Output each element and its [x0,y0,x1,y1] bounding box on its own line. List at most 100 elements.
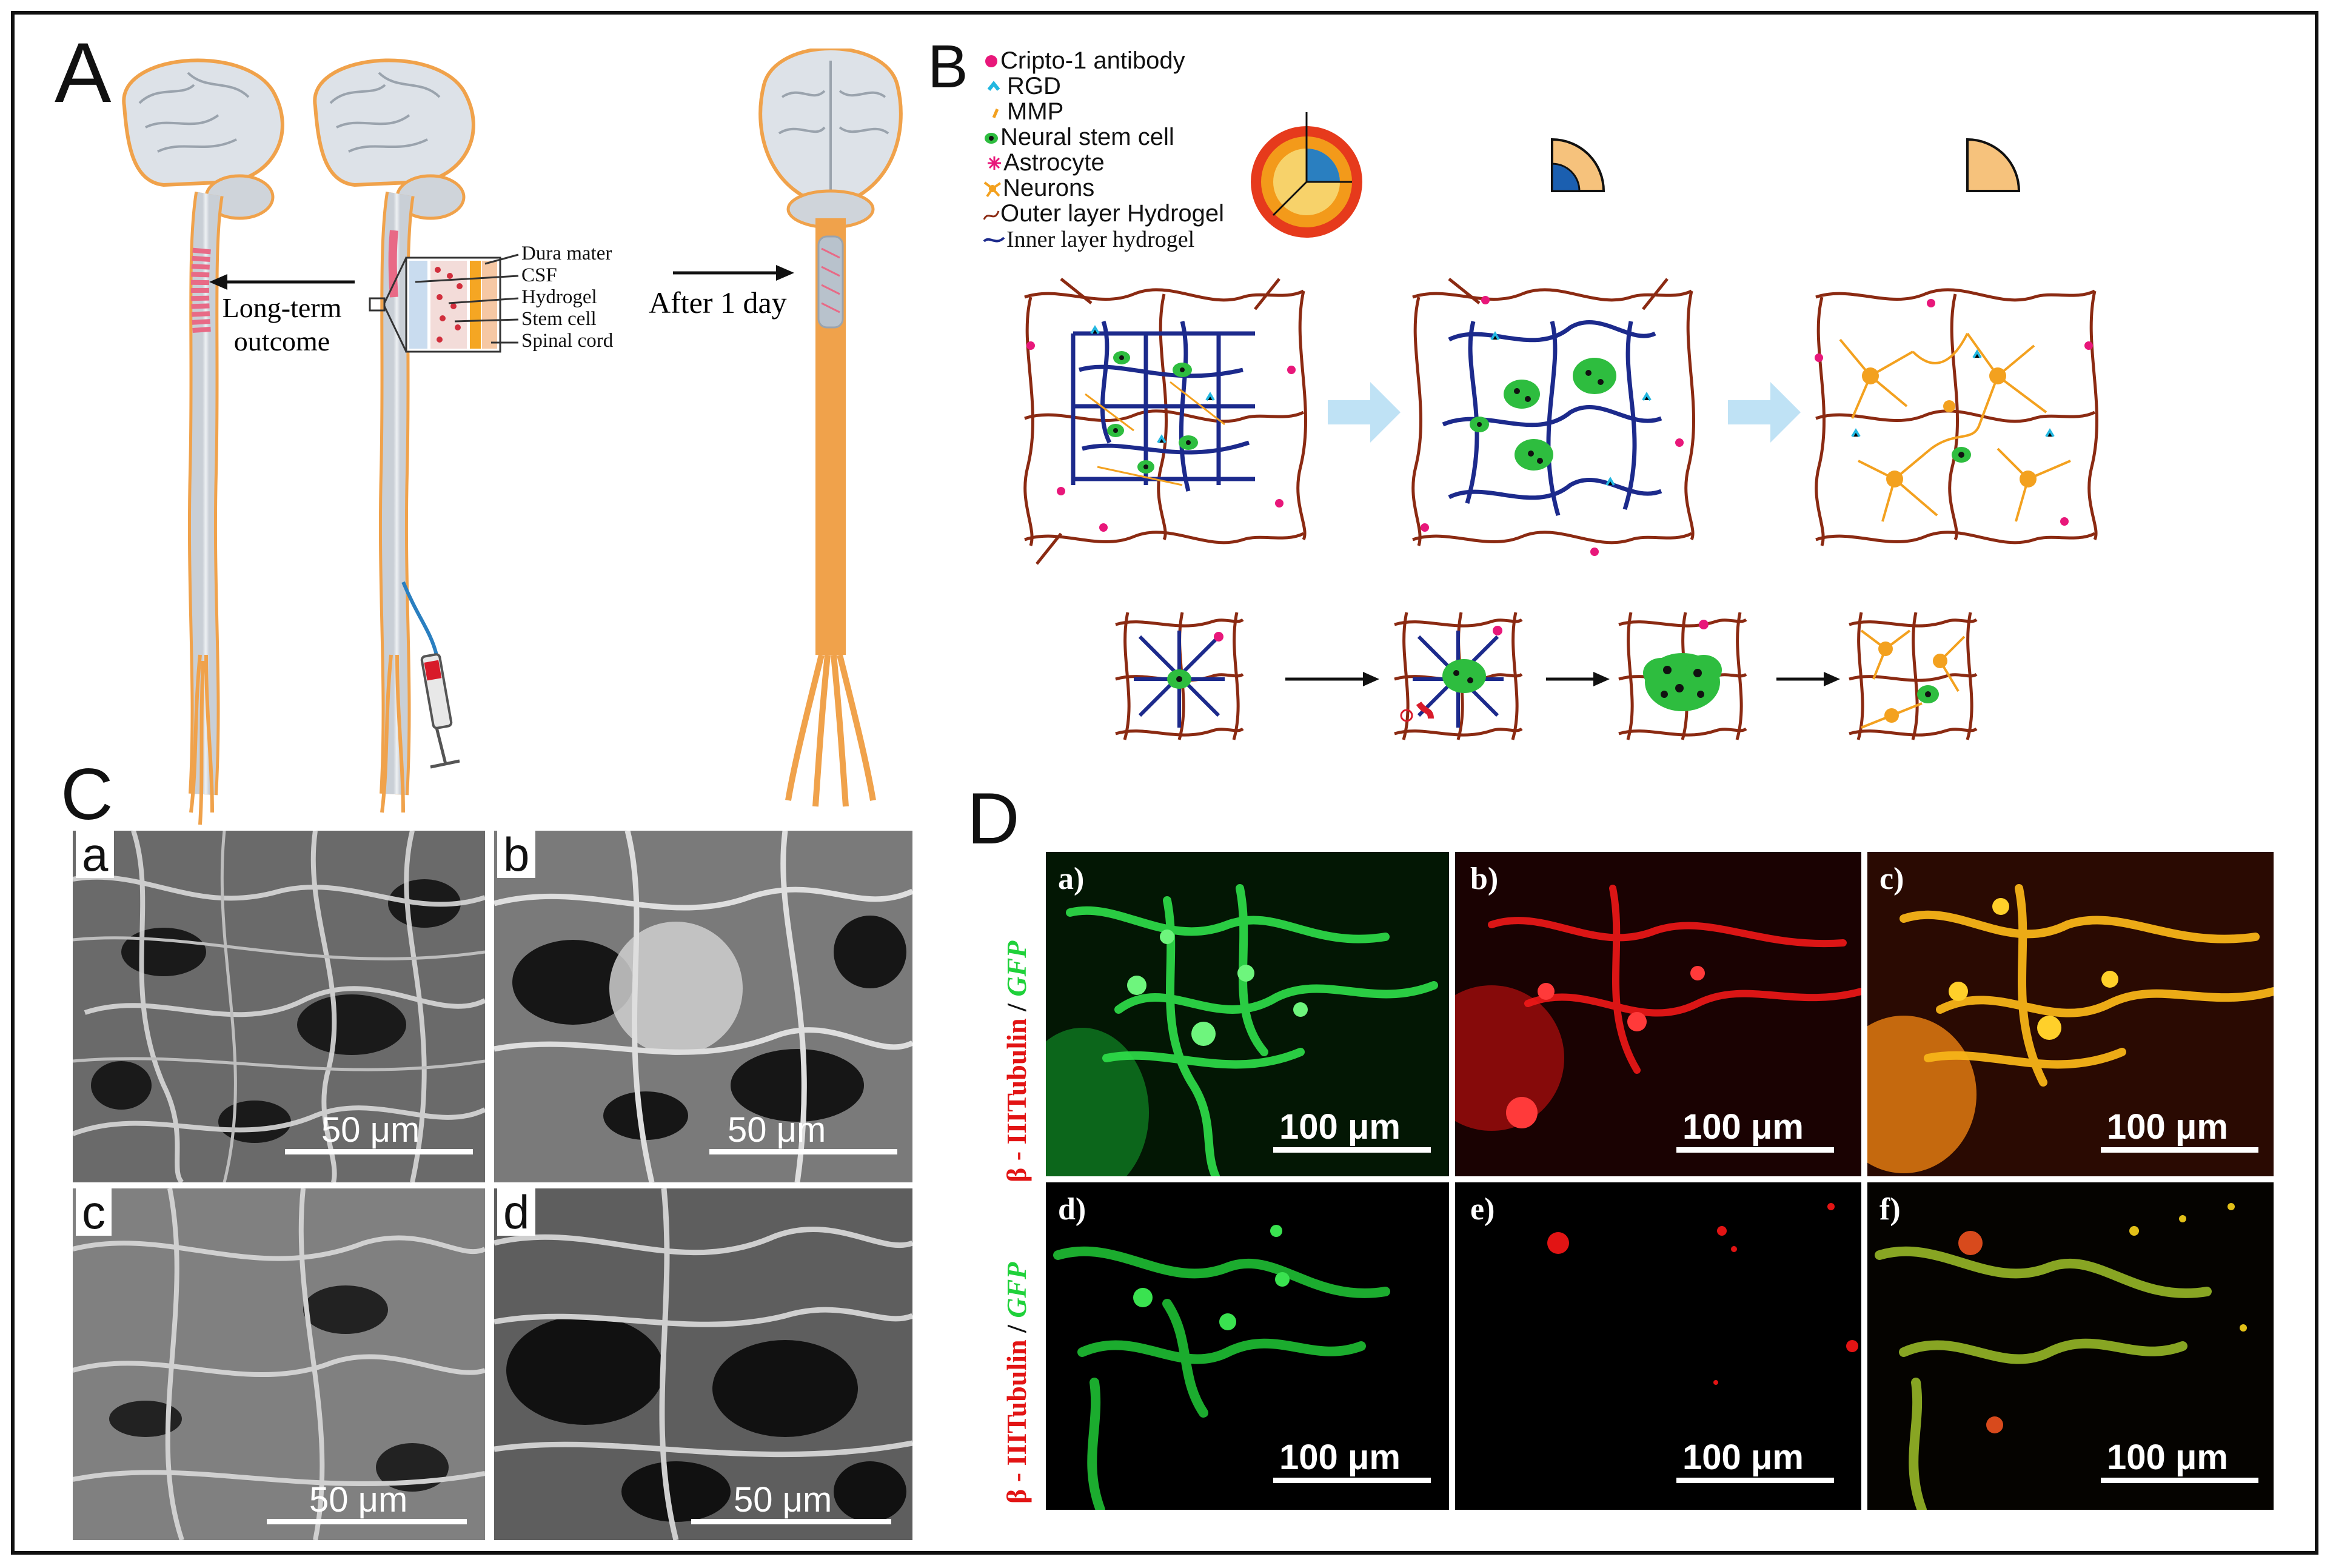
mini-network-1 [1115,612,1244,740]
process-arrow-1 [1328,382,1401,443]
panel-a-letter: A [55,25,112,120]
arrow-right-caption: After 1 day [649,286,787,320]
cyan-peptide-icon [987,80,1000,91]
orange-mark-icon [992,108,999,118]
fluorescence-label-f: f) [1879,1192,1901,1227]
scale-label-b: 50 μm [728,1110,826,1150]
fluorescence-image-a [1046,852,1449,1176]
legend-item-rgd: RGD [985,73,1061,100]
process-arrow-2 [1728,382,1801,443]
scale-label-a: 50 μm [321,1110,420,1150]
fluorescence-label-e: e) [1470,1192,1495,1227]
inset-source-box [369,297,386,312]
legend-item-cripto: Cripto-1 antibody [982,47,1185,75]
hydrogel-network-expanded [1411,278,1695,556]
pink-dot-icon [985,55,997,67]
cns-illustration-long-term [122,58,284,825]
mini-network-2 [1394,612,1523,740]
sem-label-a: a [76,831,115,878]
fluorescence-scalebar-d [1273,1478,1431,1483]
arrow-left-caption-line2: outcome [233,326,330,357]
scalebar-c [267,1519,467,1524]
scale-label-d: 50 μm [734,1480,832,1519]
panel-b-diagram [1023,112,2098,740]
legend-label: Outer layer Hydrogel [1000,200,1225,227]
legend-label: Neural stem cell [1000,124,1174,150]
fluorescence-scalebar-c [2101,1147,2258,1153]
brown-fiber-icon [983,210,1000,220]
fluorescence-scale-label-f: 100 μm [2107,1438,2228,1477]
fluorescence-image-e [1455,1182,1861,1510]
legend-item-astrocyte: Astrocyte [985,149,1105,176]
inset-label-dura-mater: Dura mater [521,243,612,264]
fluorescence-image-f [1867,1182,2274,1510]
legend-item-neurons: Neurons [982,175,1094,202]
astrocyte-icon [988,156,1001,170]
neuron-icon [983,181,1002,197]
legend-item-inner-hydrogel: Inner layer hydrogel [982,226,1194,253]
layered-sphere [1251,112,1362,238]
legend-item-outer-hydrogel: Outer layer Hydrogel [982,200,1224,227]
row-label-sep: / [1001,996,1032,1019]
cns-illustration-after-1-day [758,49,903,807]
fluorescence-image-b [1455,852,1861,1176]
scalebar-a [285,1149,473,1154]
legend-label: Cripto-1 antibody [1000,47,1185,74]
hydrogel-layer-inset [405,256,501,353]
fluorescence-image-d [1046,1182,1449,1510]
legend-label: Astrocyte [1003,149,1105,176]
fluorescence-scalebar-a [1273,1147,1431,1153]
panel-d-letter: D [967,778,1020,859]
legend-item-nsc: Neural stem cell [982,124,1174,151]
row-label-gfp: GFP [1001,940,1032,997]
panel-c-letter: C [61,754,113,835]
sem-image-b [494,831,912,1182]
arrow-left-caption: Long-term outcome [209,291,355,358]
fluorescence-scalebar-f [2101,1478,2258,1483]
row-label-sep: / [1001,1318,1032,1340]
fluorescence-label-d: d) [1058,1192,1086,1227]
sem-image-c [73,1188,485,1540]
sem-image-d [494,1188,912,1540]
quarter-core-icon [1551,138,1605,192]
fluorescence-scale-label-c: 100 μm [2107,1107,2228,1147]
panel-a-illustration [122,49,903,825]
legend-label: RGD [1007,73,1061,99]
fluorescence-image-c [1867,852,2274,1176]
fluorescence-label-c: c) [1879,862,1904,896]
inset-label-stem-cell: Stem cell [521,308,597,330]
sem-label-d: d [497,1188,536,1236]
row-label-tubulin: β - IIITubulin [1001,1339,1032,1504]
fluorescence-scale-label-e: 100 μm [1682,1438,1804,1477]
scale-label-c: 50 μm [309,1480,408,1519]
hydrogel-network-initial [1023,278,1307,565]
panel-b-letter: B [928,33,968,101]
row-label-gfp: GFP [1001,1262,1032,1318]
arrow-left-caption-line1: Long-term [222,292,342,323]
mini-network-4 [1849,612,1978,740]
sem-image-a [73,831,485,1182]
inset-label-csf: CSF [521,264,557,286]
fluorescence-scale-label-b: 100 μm [1682,1107,1804,1147]
fluorescence-scale-label-a: 100 μm [1279,1107,1401,1147]
fluorescence-scale-label-d: 100 μm [1279,1438,1401,1477]
fluorescence-label-a: a) [1058,862,1085,896]
fluorescence-scalebar-b [1676,1147,1834,1153]
legend-label: MMP [1007,98,1064,125]
legend-label: Neurons [1003,175,1095,201]
row-label-top: β - IIITubulin / GFP [1000,941,1033,1182]
mini-network-3 [1618,612,1747,740]
scalebar-d [691,1519,891,1524]
inset-label-hydrogel: Hydrogel [521,286,597,308]
blue-fiber-icon [983,236,1005,243]
quarter-shell-icon [1966,138,2021,192]
row-label-tubulin: β - IIITubulin [1001,1018,1032,1182]
legend-label: Inner layer hydrogel [1006,227,1195,252]
hydrogel-network-differentiated [1815,288,2098,546]
sem-label-b: b [497,831,536,878]
inset-label-spinal-cord: Spinal cord [521,330,614,352]
fluorescence-scalebar-e [1676,1478,1834,1483]
scalebar-b [709,1149,897,1154]
green-cell-icon [985,132,998,144]
row-label-bottom: β - IIITubulin / GFP [1000,1262,1033,1504]
